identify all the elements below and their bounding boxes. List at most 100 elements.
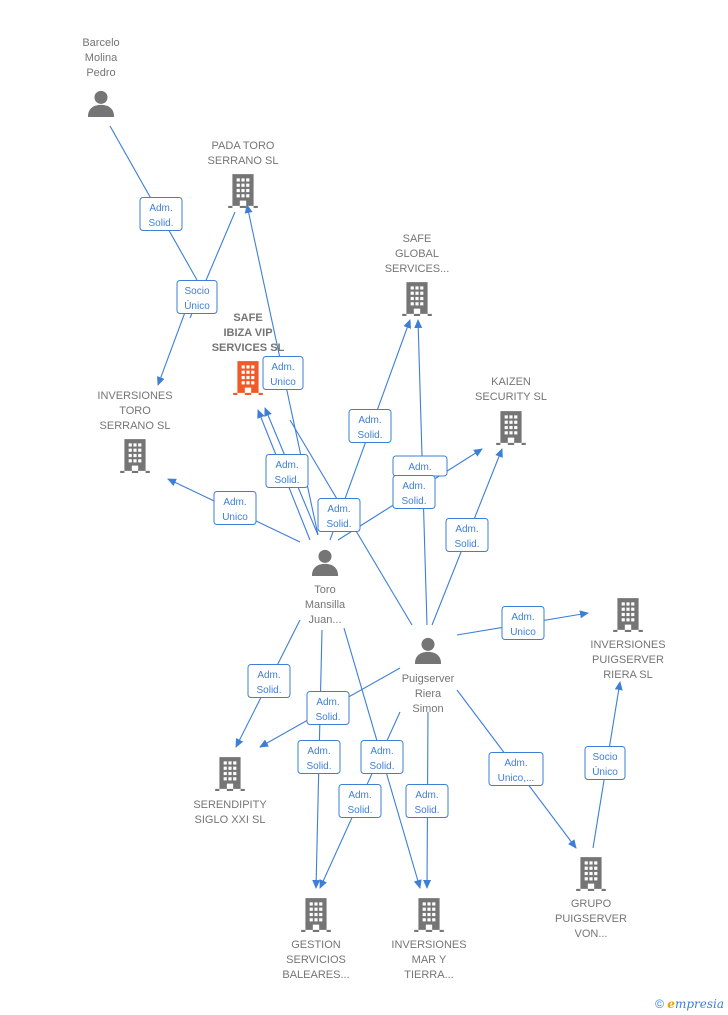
edge-label-text: Adm. xyxy=(327,504,350,515)
node-label-line: SERVICIOS xyxy=(286,954,346,966)
node-inv-puig[interactable]: INVERSIONES PUIGSERVER RIERA SL xyxy=(590,598,666,681)
node-label-line: VON... xyxy=(574,928,607,940)
edge-label-text: Solid. xyxy=(148,218,173,229)
edge-label-text: Solid. xyxy=(369,761,394,772)
building-icon xyxy=(496,411,526,445)
edge-label-text: Adm. xyxy=(223,497,246,508)
edge-label-text: Solid. xyxy=(306,761,331,772)
node-label-line: Puigserver xyxy=(402,673,455,685)
brand-name: mpresia xyxy=(674,997,724,1011)
brand-logo: empresia xyxy=(667,997,724,1011)
edge-label-box xyxy=(317,498,361,532)
edge-label-text: Adm. xyxy=(511,612,534,623)
node-serendipity[interactable]: SERENDIPITY SIGLO XXI SL xyxy=(193,757,267,826)
copyright-symbol: © xyxy=(655,997,664,1011)
edge-label-text: Solid. xyxy=(414,805,439,816)
edge-label-text: Solid. xyxy=(454,539,479,550)
building-icon xyxy=(215,757,245,791)
building-icon xyxy=(120,439,150,473)
edge-label-text: Unico xyxy=(222,512,248,523)
edge-label-box xyxy=(501,606,545,640)
edge-label-box xyxy=(338,784,382,818)
edge-label-text: Adm. xyxy=(316,697,339,708)
building-icon xyxy=(576,857,606,891)
edge-label-text: Adm. xyxy=(370,746,393,757)
edge-label-text: Adm. xyxy=(455,524,478,535)
edge-label-adm-solid: Adm. Solid. xyxy=(306,691,350,725)
building-icon xyxy=(233,361,263,395)
edge-label-text: Solid. xyxy=(401,496,426,507)
node-safe-global[interactable]: SAFEGLOBALSERVICES... xyxy=(385,233,450,316)
edge-label-box xyxy=(265,454,309,488)
node-label-line: PUIGSERVER xyxy=(592,654,664,666)
node-label-line: SAFE xyxy=(403,233,432,245)
edge-label-text: Adm. xyxy=(402,481,425,492)
node-label-line: SERRANO SL xyxy=(208,155,279,167)
node-label-line: Mansilla xyxy=(305,599,346,611)
edge-label-box xyxy=(306,691,350,725)
node-gestion[interactable]: GESTIONSERVICIOSBALEARES... xyxy=(282,898,350,981)
brand-initial: e xyxy=(667,997,675,1011)
person-icon xyxy=(87,90,115,117)
edge-label-box xyxy=(392,475,436,509)
edge-label-text: Adm. xyxy=(348,790,371,801)
edge-label-adm-solid: Adm.Solid. xyxy=(297,740,341,774)
building-icon xyxy=(301,898,331,932)
edge-label-box xyxy=(405,784,449,818)
edge-label-text: Único xyxy=(184,299,210,312)
node-label-line: MAR Y xyxy=(412,954,447,966)
edge-label-text: Adm. xyxy=(358,415,381,426)
node-label-line: Molina xyxy=(85,52,118,64)
edge-label-box xyxy=(247,664,291,698)
node-label-line: SERENDIPITY xyxy=(193,799,267,811)
node-label-line: INVERSIONES xyxy=(97,390,172,402)
edge-label-text: Adm. xyxy=(408,462,431,473)
node-label-line: SECURITY SL xyxy=(475,391,547,403)
edge-label-adm-solid: Adm. Solid. xyxy=(360,740,404,774)
node-label-line: Riera xyxy=(415,688,442,700)
edge-label-box xyxy=(584,746,626,780)
node-label-line: SERVICES SL xyxy=(212,342,285,354)
node-label-line: RIERA SL xyxy=(603,669,653,681)
edge-label-text: Adm. xyxy=(149,203,172,214)
node-label-line: GRUPO xyxy=(571,898,612,910)
node-toro[interactable]: ToroMansillaJuan... xyxy=(305,549,346,626)
edge-label-text: Solid. xyxy=(256,685,281,696)
node-label-line: SAFE xyxy=(233,312,262,324)
node-label-line: SIGLO XXI SL xyxy=(195,814,266,826)
node-label-line: Juan... xyxy=(308,614,341,626)
edge-label-box xyxy=(488,752,544,786)
edge-label-adm-solid: Adm. Solid. xyxy=(247,664,291,698)
node-label-line: TORO xyxy=(119,405,151,417)
person-icon xyxy=(414,637,442,664)
edge-label-text: Adm. xyxy=(271,362,294,373)
edge-label-text: Adm. xyxy=(257,670,280,681)
edge-label-text: Unico xyxy=(510,627,536,638)
node-label-line: INVERSIONES xyxy=(590,639,665,651)
edge-label-text: Unico xyxy=(270,377,296,388)
edge-label-text: Solid. xyxy=(326,519,351,530)
edge-label-box xyxy=(348,409,392,443)
edge-label-box xyxy=(297,740,341,774)
edge-label-adm-unico: Adm. Unico xyxy=(213,491,257,525)
building-icon xyxy=(613,598,643,632)
edge-label-adm-solid: Adm. Solid. xyxy=(139,197,183,231)
edge-label-text: Adm. xyxy=(275,460,298,471)
edge-label-box xyxy=(213,491,257,525)
edge-label-text: Solid. xyxy=(274,475,299,486)
edge-label-adm-unico-more: Adm.Unico,... xyxy=(488,752,544,786)
edge-label-box xyxy=(262,356,304,390)
node-grupo[interactable]: GRUPOPUIGSERVERVON... xyxy=(555,857,627,940)
node-label-line: Toro xyxy=(314,584,335,596)
edge-label-text: Solid. xyxy=(315,712,340,723)
